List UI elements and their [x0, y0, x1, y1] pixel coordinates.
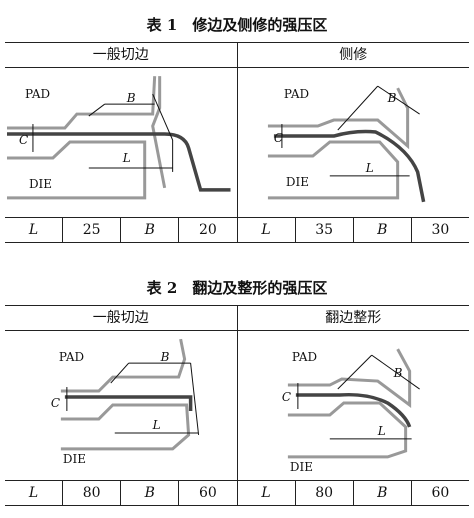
trim-c-label: C	[19, 133, 28, 147]
table2: 一般切边 翻边整形 PAD C B L DIE	[5, 305, 469, 506]
table1-cell-b2-value: 30	[431, 222, 450, 238]
table2-cell-l2-value: 80	[296, 481, 354, 505]
table1-header-trim: 一般切边	[5, 43, 238, 67]
table2-header-flange-shaping: 翻边整形	[325, 310, 382, 326]
flange-trim-diagram: PAD C B L DIE	[51, 338, 200, 466]
trim-l-label: L	[122, 151, 131, 165]
table2-cell-l-value: 80	[63, 481, 122, 505]
flange-shaping-diagram: PAD C B L DIE	[281, 348, 420, 474]
trim-b-label: B	[126, 91, 136, 105]
table2-figure-trim: PAD C B L DIE	[5, 331, 238, 480]
table1-cell-b2: B	[354, 218, 412, 242]
table1: 一般切边 侧修 PAD C B L DIE	[5, 42, 469, 243]
table2-cell-b: B	[121, 481, 180, 505]
table1-figure-trim: PAD C B L DIE	[5, 68, 238, 217]
flange-trim-l-label: L	[152, 418, 161, 432]
table2-value-row: L 80 B 60 L 80 B 60	[5, 481, 469, 505]
table2-figure-flange-shaping: PAD C B L DIE	[238, 331, 470, 480]
side-trim-pad-label: PAD	[283, 87, 308, 101]
trim-die-label: DIE	[29, 177, 52, 191]
table2-header-trim: 一般切边	[5, 306, 238, 330]
table1-cell-l-value: 25	[63, 218, 122, 242]
side-trim-c-label: C	[273, 131, 282, 145]
table1-cell-l2-value: 35	[296, 218, 354, 242]
table1-figure-side-trim: PAD C B L DIE	[238, 68, 470, 217]
table1-figure-row: PAD C B L DIE PAD C B L DIE	[5, 68, 469, 218]
table2-cell-b-value: 60	[179, 481, 238, 505]
table2-cell-l2: L	[238, 481, 296, 505]
side-trim-die-label: DIE	[285, 175, 308, 189]
table2-cell-b2-value: 60	[431, 485, 450, 501]
table2-figure-row: PAD C B L DIE PAD C B L DIE	[5, 331, 469, 481]
flange-trim-c-label: C	[51, 396, 60, 410]
trim-pad-label: PAD	[25, 87, 50, 101]
table2-header-row: 一般切边 翻边整形	[5, 306, 469, 331]
table1-header-row: 一般切边 侧修	[5, 43, 469, 68]
side-trim-diagram: PAD C B L DIE	[267, 85, 425, 203]
table1-cell-b-value: 20	[179, 218, 238, 242]
table2-caption: 表 2 翻边及整形的强压区	[146, 279, 328, 297]
flange-shaping-die-label: DIE	[289, 460, 312, 474]
trim-diagram: PAD C B L DIE	[6, 76, 231, 200]
flange-shaping-c-label: C	[281, 390, 290, 404]
table1-value-row: L 25 B 20 L 35 B 30	[5, 218, 469, 242]
side-trim-l-label: L	[364, 161, 373, 175]
flange-trim-die-label: DIE	[63, 452, 86, 466]
table1-cell-l: L	[5, 218, 64, 242]
flange-trim-b-label: B	[160, 350, 170, 364]
table2-cell-l: L	[5, 481, 64, 505]
flange-shaping-pad-label: PAD	[291, 350, 316, 364]
table1-cell-b: B	[121, 218, 180, 242]
side-trim-b-label: B	[386, 91, 396, 105]
table1-header-side-trim: 侧修	[339, 47, 368, 63]
flange-shaping-l-label: L	[376, 424, 385, 438]
flange-shaping-b-label: B	[392, 366, 402, 380]
table1-caption: 表 1 修边及侧修的强压区	[146, 16, 328, 34]
flange-trim-pad-label: PAD	[59, 350, 84, 364]
table1-cell-l2: L	[238, 218, 296, 242]
table2-cell-b2: B	[354, 481, 412, 505]
